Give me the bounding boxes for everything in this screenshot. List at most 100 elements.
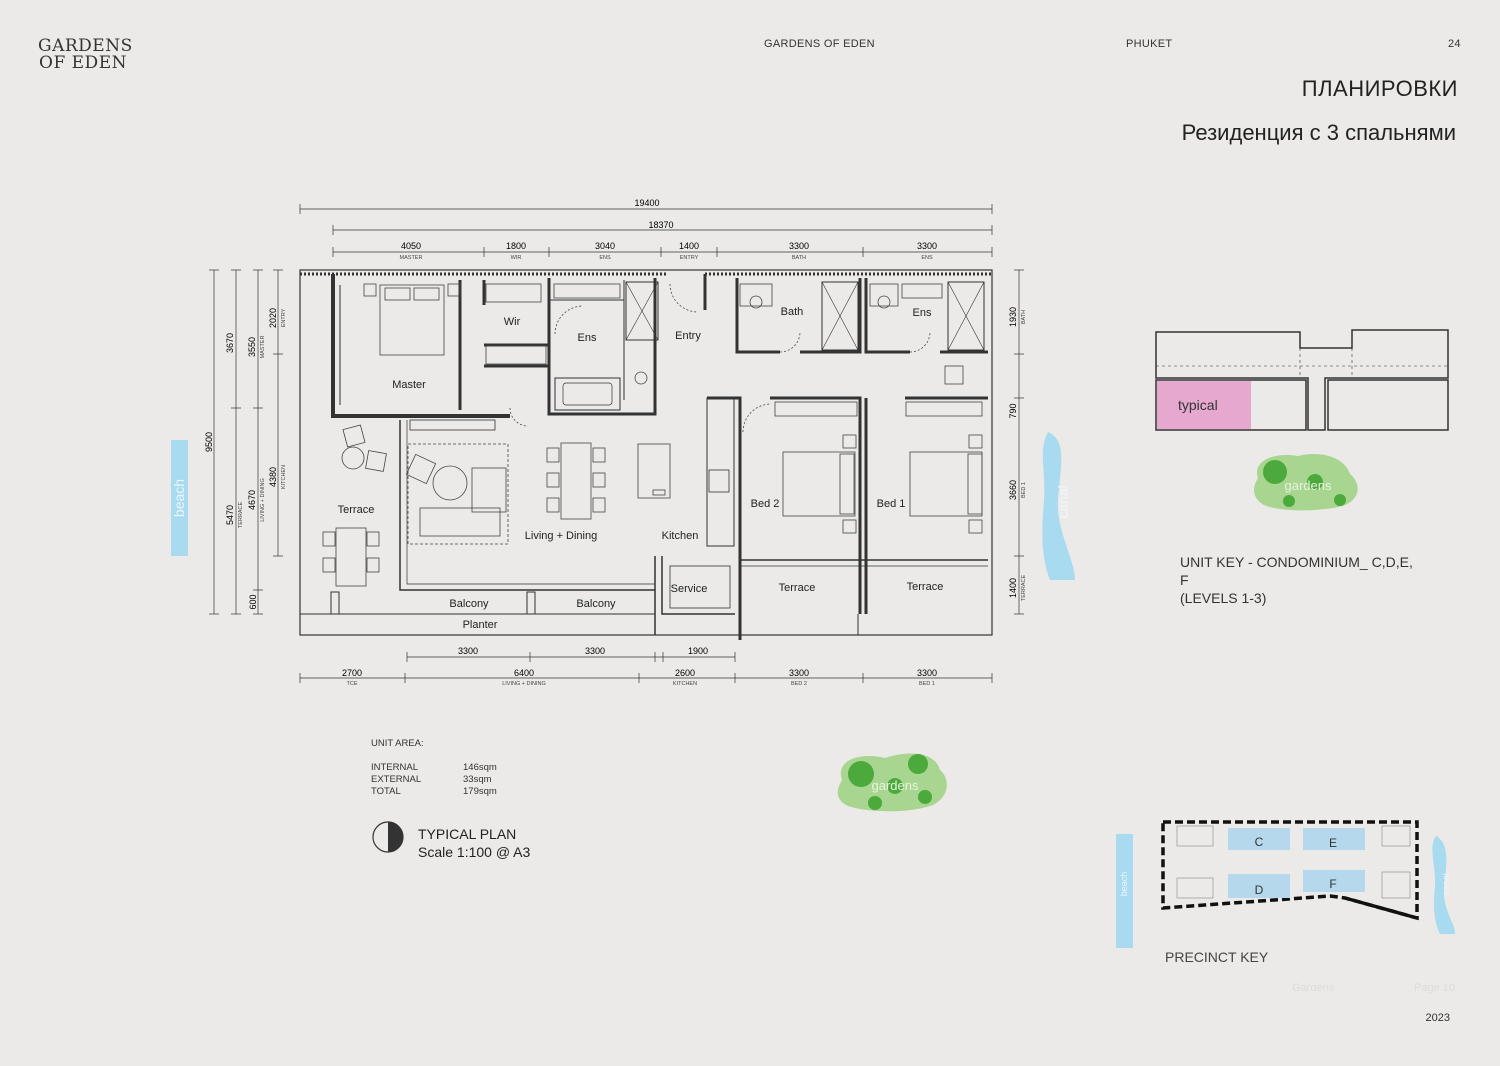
dim-top-0: 4050 bbox=[401, 241, 421, 251]
unit-area-label: TOTAL bbox=[371, 786, 401, 797]
dim-total-outer: 19400 bbox=[634, 198, 659, 208]
unit-area-heading: UNIT AREA: bbox=[371, 738, 424, 749]
dim-bottom-label-0: TCE bbox=[347, 681, 358, 687]
unit-key-caption-line-1: UNIT KEY - CONDOMINIUM_ C,D,E, bbox=[1180, 554, 1413, 570]
precinct-beach-label: beach bbox=[1119, 872, 1129, 897]
left-dim-values: 3670 5470 3550 4670 600 2020 4380 bbox=[225, 308, 278, 610]
unit-key-typical-label: typical bbox=[1178, 397, 1218, 413]
dim-bottom-label-1: LIVING + DINING bbox=[502, 681, 546, 687]
dim-left-c1-0: 3670 bbox=[225, 333, 235, 353]
dim-top-label-5: ENS bbox=[921, 255, 933, 261]
room-wir: Wir bbox=[504, 316, 521, 328]
room-terrace-bed1: Terrace bbox=[907, 581, 944, 593]
unit-area-label: INTERNAL bbox=[371, 762, 418, 773]
dim-bottom-2: 2600 bbox=[675, 668, 695, 678]
plan-walls bbox=[299, 269, 993, 640]
logo-line-2: OF EDEN bbox=[39, 53, 127, 73]
dim-left-c3-label-0: ENTRY bbox=[281, 308, 287, 327]
dim-top-4: 3300 bbox=[789, 241, 809, 251]
top-dimensions bbox=[299, 204, 993, 257]
beach-label: beach bbox=[171, 479, 187, 517]
dim-top-2: 3040 bbox=[595, 241, 615, 251]
dim-left-c3-0: 2020 bbox=[268, 308, 278, 328]
dim-right-label-0: BATH bbox=[1021, 310, 1027, 324]
room-bed-1: Bed 1 bbox=[877, 498, 906, 510]
beach-strip bbox=[171, 440, 188, 556]
room-bath: Bath bbox=[781, 306, 804, 318]
dim-left-c3-1: 4380 bbox=[268, 467, 278, 487]
typical-plan-title: TYPICAL PLAN bbox=[418, 826, 517, 842]
unit-area-value: 179sqm bbox=[463, 786, 497, 797]
left-dimensions bbox=[209, 269, 283, 615]
precinct-key-diagram: beach canal C E D F bbox=[1116, 820, 1456, 948]
faint-footer-left: Gardens bbox=[1292, 982, 1335, 994]
unit-area-label: EXTERNAL bbox=[371, 774, 422, 785]
room-balcony-1: Balcony bbox=[449, 598, 489, 610]
room-ens-2: Ens bbox=[913, 307, 932, 319]
header-location: PHUKET bbox=[1126, 38, 1173, 50]
dim-bottom-label-4: BED 1 bbox=[919, 681, 935, 687]
right-dimensions bbox=[1014, 269, 1024, 615]
canal-shape bbox=[1042, 432, 1075, 580]
room-terrace-bed2: Terrace bbox=[779, 582, 816, 594]
dim-top-label-1: WIR bbox=[511, 255, 522, 261]
unit-key-caption-line-2: F bbox=[1180, 572, 1189, 588]
dim-right-1: 790 bbox=[1008, 403, 1018, 418]
footer-year: 2023 bbox=[1425, 1012, 1450, 1024]
unit-area-row: TOTAL 179sqm bbox=[371, 786, 497, 798]
unit-key-gardens-label: gardens bbox=[1285, 478, 1332, 493]
dim-left-c2-1: 4670 bbox=[247, 490, 257, 510]
dim-right-3: 1400 bbox=[1008, 578, 1018, 598]
dim-bottom-upper-2: 1900 bbox=[688, 646, 708, 656]
dim-bottom-upper-1: 3300 bbox=[585, 646, 605, 656]
dim-left-c2-0: 3550 bbox=[247, 337, 257, 357]
dim-bottom-4: 3300 bbox=[917, 668, 937, 678]
room-bed-2: Bed 2 bbox=[751, 498, 780, 510]
unit-area-value: 146sqm bbox=[463, 762, 497, 773]
dim-left-c2-label-1: LIVING + DINING bbox=[260, 478, 266, 522]
room-service: Service bbox=[671, 583, 708, 595]
room-ens-1: Ens bbox=[578, 332, 597, 344]
dim-top-1: 1800 bbox=[506, 241, 526, 251]
dim-top-label-4: BATH bbox=[792, 255, 806, 261]
precinct-block-d-label: D bbox=[1255, 883, 1264, 897]
dim-bottom-label-3: BED 2 bbox=[791, 681, 807, 687]
precinct-canal-label: canal bbox=[1441, 873, 1451, 895]
top-segment-labels: MASTER WIR ENS ENTRY BATH ENS bbox=[400, 255, 933, 261]
page-title: ПЛАНИРОВКИ bbox=[1301, 76, 1458, 101]
dim-bottom-label-2: KITCHEN bbox=[673, 681, 697, 687]
left-dim-labels: TERRACE MASTER LIVING + DINING ENTRY KIT… bbox=[238, 308, 287, 528]
precinct-block-e-label: E bbox=[1329, 836, 1337, 850]
room-living-dining: Living + Dining bbox=[525, 530, 597, 542]
header-project-name: GARDENS OF EDEN bbox=[764, 38, 875, 50]
unit-area-row: EXTERNAL 33sqm bbox=[371, 774, 497, 786]
bottom-dim-labels: TCE LIVING + DINING KITCHEN BED 2 BED 1 bbox=[347, 681, 935, 687]
precinct-block-f-label: F bbox=[1329, 877, 1336, 891]
unit-key-caption-line-3: (LEVELS 1-3) bbox=[1180, 590, 1267, 606]
bottom-dim-values: 3300 3300 1900 2700 6400 2600 3300 3300 bbox=[342, 646, 937, 678]
typical-plan-scale: Scale 1:100 @ A3 bbox=[418, 844, 531, 860]
dim-right-label-3: TERRACE bbox=[1021, 575, 1027, 602]
right-dim-labels: BATH BED 1 TERRACE bbox=[1021, 310, 1027, 601]
unit-key-caption: UNIT KEY - CONDOMINIUM_ C,D,E, F (LEVELS… bbox=[1180, 553, 1420, 607]
dim-right-0: 1930 bbox=[1008, 307, 1018, 327]
room-labels: Master Wir Ens Entry Bath Ens Terrace Li… bbox=[338, 306, 944, 631]
dim-top-label-0: MASTER bbox=[400, 255, 423, 261]
dim-left-c1-label-1: TERRACE bbox=[238, 502, 244, 529]
room-planter: Planter bbox=[463, 619, 498, 631]
plan-furniture bbox=[322, 283, 983, 587]
unit-key-gardens-graphic: gardens bbox=[1254, 454, 1358, 511]
gardens-graphic: gardens bbox=[837, 753, 947, 812]
dim-bottom-0: 2700 bbox=[342, 668, 362, 678]
dim-top-5: 3300 bbox=[917, 241, 937, 251]
precinct-block-d bbox=[1228, 874, 1290, 898]
top-segment-values: 4050 1800 3040 1400 3300 3300 bbox=[401, 241, 937, 251]
dim-total-inner: 18370 bbox=[648, 220, 673, 230]
dim-top-label-2: ENS bbox=[599, 255, 611, 261]
unit-area-row: INTERNAL 146sqm bbox=[371, 762, 497, 774]
unit-area-block: UNIT AREA: INTERNAL 146sqm EXTERNAL 33sq… bbox=[371, 738, 497, 798]
precinct-block-c-label: C bbox=[1255, 835, 1264, 849]
room-balcony-2: Balcony bbox=[576, 598, 616, 610]
dim-bottom-3: 3300 bbox=[789, 668, 809, 678]
